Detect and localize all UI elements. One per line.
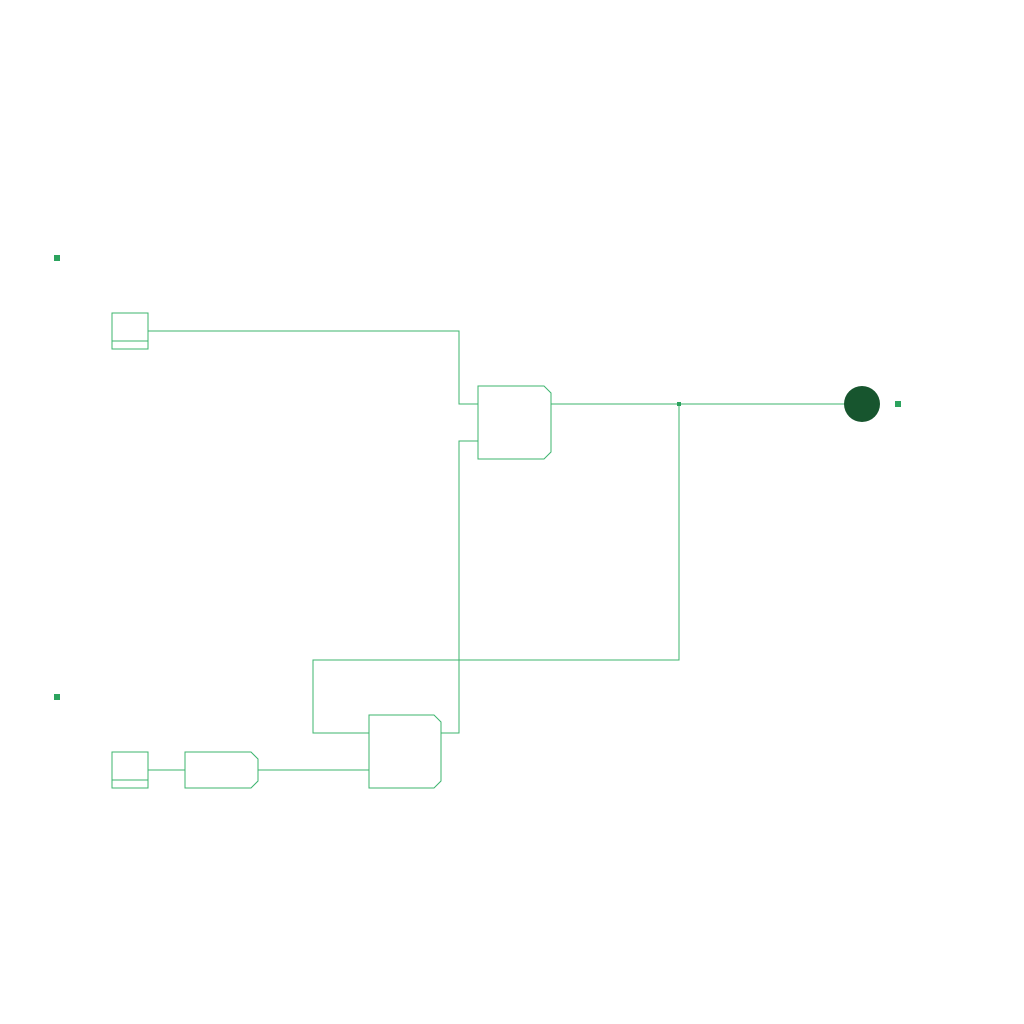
input-switch-a[interactable] [111, 312, 149, 350]
wire-input-a-to-gate-top[interactable] [148, 330, 478, 405]
marker-dot [895, 401, 901, 407]
marker-dot [54, 255, 60, 261]
marker-dot [54, 694, 60, 700]
input-switch-icon [111, 751, 149, 789]
wire-gate-bottom-to-gate-top[interactable] [441, 440, 478, 734]
logic-gate-icon[interactable] [368, 714, 442, 789]
wires [148, 330, 845, 771]
wire-feedback-loop[interactable] [312, 404, 680, 734]
input-switch-icon [111, 312, 149, 350]
input-switch-b[interactable] [111, 751, 149, 789]
led-icon[interactable] [844, 386, 880, 422]
logic-gate-icon[interactable] [184, 751, 259, 789]
logic-gate-icon[interactable] [477, 385, 552, 460]
wire-junction [677, 402, 681, 406]
